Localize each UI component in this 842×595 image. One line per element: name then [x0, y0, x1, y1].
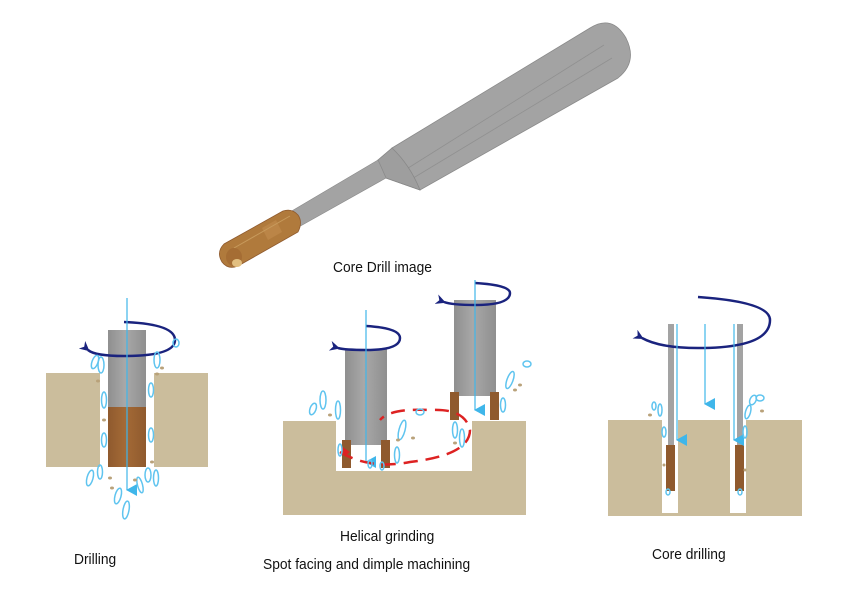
- coolant-drops: [308, 360, 532, 471]
- chips: [328, 383, 522, 445]
- core-tube-right: [737, 324, 743, 446]
- rotation-arrow-left: [328, 324, 402, 352]
- coolant-drops: [651, 394, 765, 496]
- rotation-arrow: [632, 295, 772, 350]
- core-drilling-figure: [608, 295, 802, 516]
- rotation-arrow-right: [434, 281, 512, 307]
- tool-right-tip-b: [490, 392, 499, 420]
- drilling-caption: Drilling: [74, 551, 117, 568]
- core-tube-left: [668, 324, 674, 446]
- core-drilling-caption: Core drilling: [652, 546, 726, 563]
- core-drill-image-caption: Core Drill image: [333, 259, 432, 276]
- helical-grinding-caption: Helical grinding: [340, 528, 435, 545]
- drilling-figure: [46, 298, 208, 520]
- core-tip-left: [666, 445, 675, 491]
- workpiece: [608, 420, 802, 516]
- spot-facing-caption: Spot facing and dimple machining: [263, 556, 471, 573]
- helical-grinding-figure: [283, 280, 532, 515]
- core-drill-illustration: [219, 22, 631, 268]
- workpiece: [283, 421, 526, 515]
- rotation-arrow: [78, 320, 177, 358]
- drill-neck: [289, 159, 387, 229]
- tool-left-tip-b: [381, 440, 390, 468]
- drill-tip: [219, 209, 301, 268]
- tool-right-tip-a: [450, 392, 459, 420]
- drill-shank: [391, 22, 631, 191]
- chips: [648, 409, 764, 472]
- coolant-drops: [85, 338, 180, 520]
- core-tip-right: [735, 445, 744, 491]
- chips: [96, 366, 164, 490]
